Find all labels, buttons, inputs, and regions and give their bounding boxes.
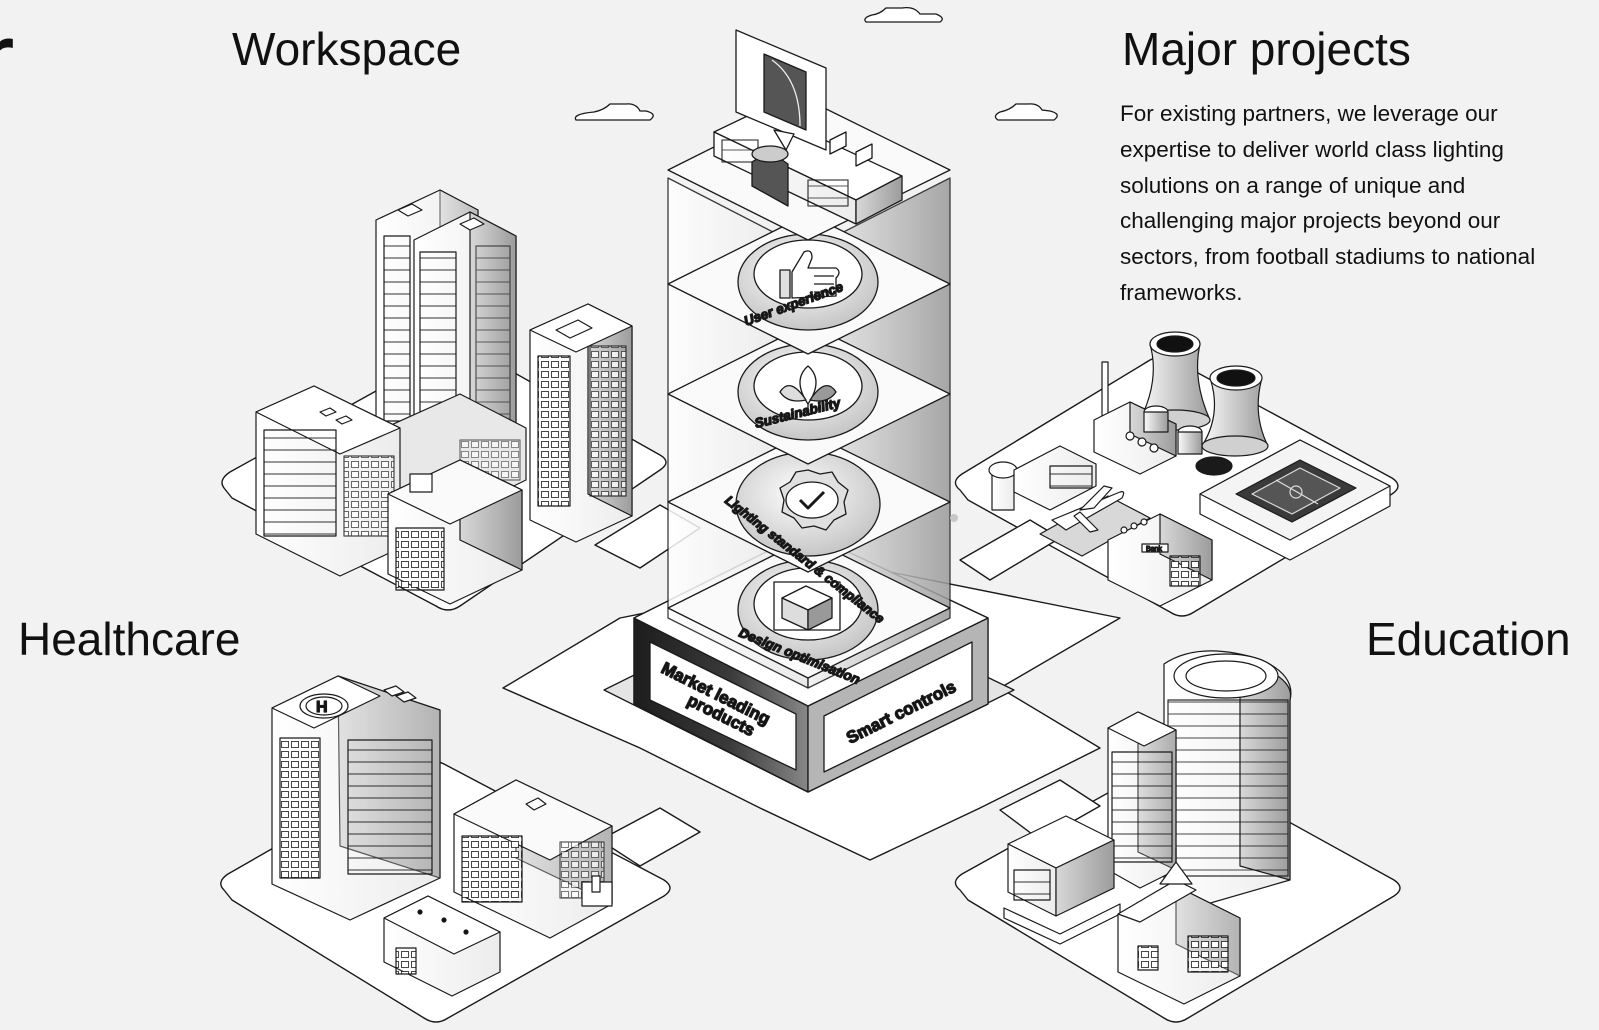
major-projects-description: For existing partners, we leverage our e… bbox=[1120, 96, 1570, 311]
clouds bbox=[574, 6, 1058, 121]
connector-healthcare bbox=[599, 807, 701, 867]
stadium-icon bbox=[1199, 439, 1391, 561]
connector-projects bbox=[959, 519, 1061, 581]
office-tower-icon bbox=[375, 189, 517, 459]
hospital-tower-icon: H bbox=[271, 675, 441, 921]
healthcare-title: Healthcare bbox=[18, 613, 241, 665]
cloud-icon bbox=[574, 103, 654, 121]
connector-education bbox=[999, 779, 1101, 841]
museum-icon bbox=[1003, 815, 1121, 945]
market-products-plate bbox=[649, 641, 797, 771]
low-office-icon bbox=[255, 385, 401, 577]
healthcare-buildings: H bbox=[271, 675, 613, 997]
helipad-h-icon: H bbox=[316, 699, 328, 716]
cloud-icon bbox=[994, 103, 1058, 121]
major-projects-title: Major projects bbox=[1122, 23, 1411, 75]
workspace-buildings bbox=[255, 189, 633, 605]
education-buildings bbox=[1003, 650, 1292, 1005]
office-block-icon bbox=[529, 303, 633, 543]
low-clinic-icon bbox=[383, 895, 501, 997]
workspace-title: Workspace bbox=[232, 23, 462, 75]
cube-icon bbox=[773, 581, 841, 631]
school-house-icon bbox=[1117, 848, 1241, 1005]
leaf-icon bbox=[779, 365, 837, 416]
curved-tower-icon bbox=[1163, 650, 1292, 907]
cooling-tower-icon bbox=[1201, 365, 1269, 457]
medical-cross-icon bbox=[591, 875, 601, 893]
airplane-icon bbox=[1051, 485, 1125, 533]
thumbs-up-icon bbox=[779, 250, 840, 299]
bank-sign: Bank bbox=[1146, 546, 1162, 553]
clinic-building-icon bbox=[453, 779, 613, 939]
major-projects-buildings: Bank bbox=[988, 331, 1391, 607]
display-screen-icon bbox=[735, 29, 827, 151]
cropped-heading-letter: r bbox=[0, 6, 15, 116]
bank-building-icon: Bank bbox=[1107, 513, 1213, 607]
glass-office-icon bbox=[387, 459, 523, 605]
central-tower: Market leading products Smart controls D… bbox=[603, 29, 1015, 793]
headquarters-building-icon bbox=[713, 109, 903, 225]
smart-controls-plate bbox=[823, 641, 973, 773]
cloud-icon bbox=[864, 6, 943, 23]
major-projects-description-text: For existing partners, we leverage our e… bbox=[1120, 101, 1536, 305]
hexagonal-tower-icon bbox=[1107, 711, 1177, 889]
education-title: Education bbox=[1366, 613, 1571, 665]
